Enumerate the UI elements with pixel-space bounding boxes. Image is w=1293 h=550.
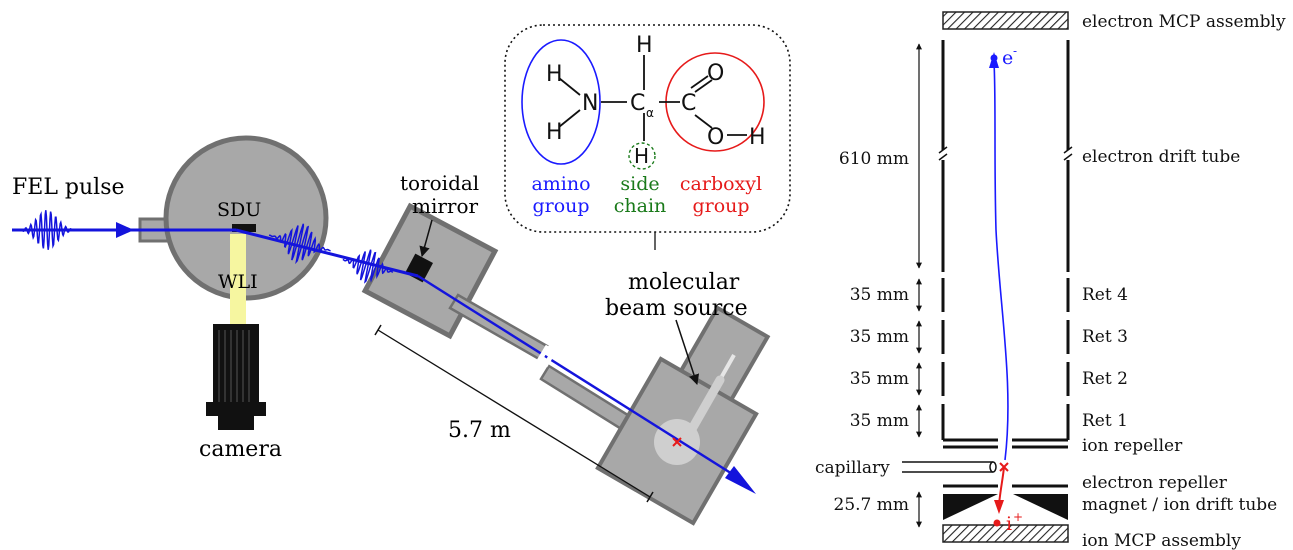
ion-mcp-label: ion MCP assembly	[1082, 531, 1241, 550]
tube-break-mark	[536, 344, 551, 363]
magnet-right	[1013, 494, 1068, 520]
sdu-label: SDU	[217, 199, 261, 221]
ion-sup: +	[1013, 510, 1023, 524]
amino-acid-inset: H H N H C α H C O O H amino group side c…	[504, 24, 791, 250]
atom-h-side: H	[634, 144, 649, 168]
wli-label: WLI	[218, 271, 258, 293]
group-label: group	[532, 195, 589, 217]
dim-ret2-label: 35 mm	[850, 369, 909, 389]
magnet-label: magnet / ion drift tube	[1082, 495, 1277, 515]
dim-ion-label: 25.7 mm	[834, 495, 910, 515]
dim-ret1-label: 35 mm	[850, 411, 909, 431]
fel-beam	[12, 222, 756, 494]
molecule-bonds	[558, 55, 747, 141]
distance-label: 5.7 m	[448, 418, 511, 443]
capillary-tube	[902, 461, 997, 473]
alpha-subscript: α	[646, 106, 654, 120]
electron-label: e	[1002, 47, 1013, 69]
tube-break-icon	[938, 146, 1073, 161]
ion-repeller-plates	[943, 438, 1068, 449]
inset-frame	[504, 24, 791, 233]
dim-ret3-label: 35 mm	[850, 327, 909, 347]
chain-label: chain	[614, 195, 667, 217]
ion-mcp-assembly	[942, 524, 1069, 543]
electron-trajectory	[993, 61, 1009, 461]
beam-exit-arrow-icon	[725, 466, 756, 494]
electron-drift-label: electron drift tube	[1082, 147, 1240, 167]
side-label: side	[620, 173, 659, 195]
mirror-callout-arrow	[419, 219, 433, 258]
electron-mcp-label: electron MCP assembly	[1082, 12, 1286, 32]
ion-label: i	[1006, 513, 1012, 535]
atom-h: H	[636, 33, 653, 58]
spectrometer-interaction-point	[999, 462, 1009, 472]
atom-h: H	[749, 125, 766, 150]
amino-group-ellipse	[521, 39, 601, 165]
camera-label: camera	[199, 437, 282, 462]
fel-pulse-label: FEL pulse	[12, 175, 125, 200]
wli-light-beam	[230, 234, 246, 326]
camera-device	[206, 324, 266, 430]
fel-pulse-wavepacket	[16, 210, 77, 250]
dim-ret4-label: 35 mm	[850, 285, 909, 305]
dim-drift-label: 610 mm	[839, 149, 909, 169]
mirror-label: mirror	[412, 194, 479, 218]
ret4-label: Ret 4	[1082, 285, 1128, 305]
atom-h: H	[546, 62, 563, 87]
atom-o: O	[707, 125, 724, 150]
ion-repeller-label: ion repeller	[1082, 436, 1183, 456]
beam-source-label: beam source	[605, 296, 748, 321]
reflected-wavepacket	[268, 223, 331, 265]
ion-marker	[993, 519, 1001, 527]
toroidal-label: toroidal	[400, 171, 479, 195]
electron-marker	[990, 54, 998, 62]
ion-arrow-icon	[994, 500, 1004, 514]
atom-n: N	[582, 91, 598, 116]
spectrometer: e - i + 610 mm 35 mm 35 mm 35 mm 35 mm	[815, 11, 1286, 550]
ion-trajectory	[998, 466, 1005, 506]
ret3-label: Ret 3	[1082, 327, 1128, 347]
magnet-left	[943, 494, 998, 520]
tube-break-mark	[542, 349, 557, 368]
atom-c: C	[681, 91, 696, 116]
carboxyl-label: carboxyl	[680, 173, 762, 195]
atom-c-alpha: C	[630, 91, 645, 116]
beamline: FEL pulse SDU WLI camera toroidal mirror…	[12, 135, 771, 526]
side-chain-circle	[628, 142, 656, 170]
electron-drift-tube	[941, 40, 1070, 272]
electron-sup: -	[1013, 44, 1017, 58]
electron-mcp-assembly	[942, 11, 1069, 30]
reflected-wavepacket	[342, 249, 394, 284]
ret1-label: Ret 1	[1082, 411, 1128, 431]
ret2-label: Ret 2	[1082, 369, 1128, 389]
retarder-electrodes	[941, 278, 1070, 440]
sdu-unit	[232, 224, 256, 232]
electron-repeller-label: electron repeller	[1082, 473, 1228, 493]
source-callout-arrow	[675, 319, 700, 385]
molecular-label: molecular	[628, 270, 740, 295]
atom-o: O	[707, 61, 724, 86]
interaction-point	[672, 437, 682, 447]
amino-label: amino	[531, 173, 590, 195]
carboxyl-group-label: group	[692, 195, 749, 217]
capillary-label: capillary	[815, 458, 890, 478]
atom-h: H	[546, 120, 563, 145]
distance-dimension	[374, 324, 654, 503]
